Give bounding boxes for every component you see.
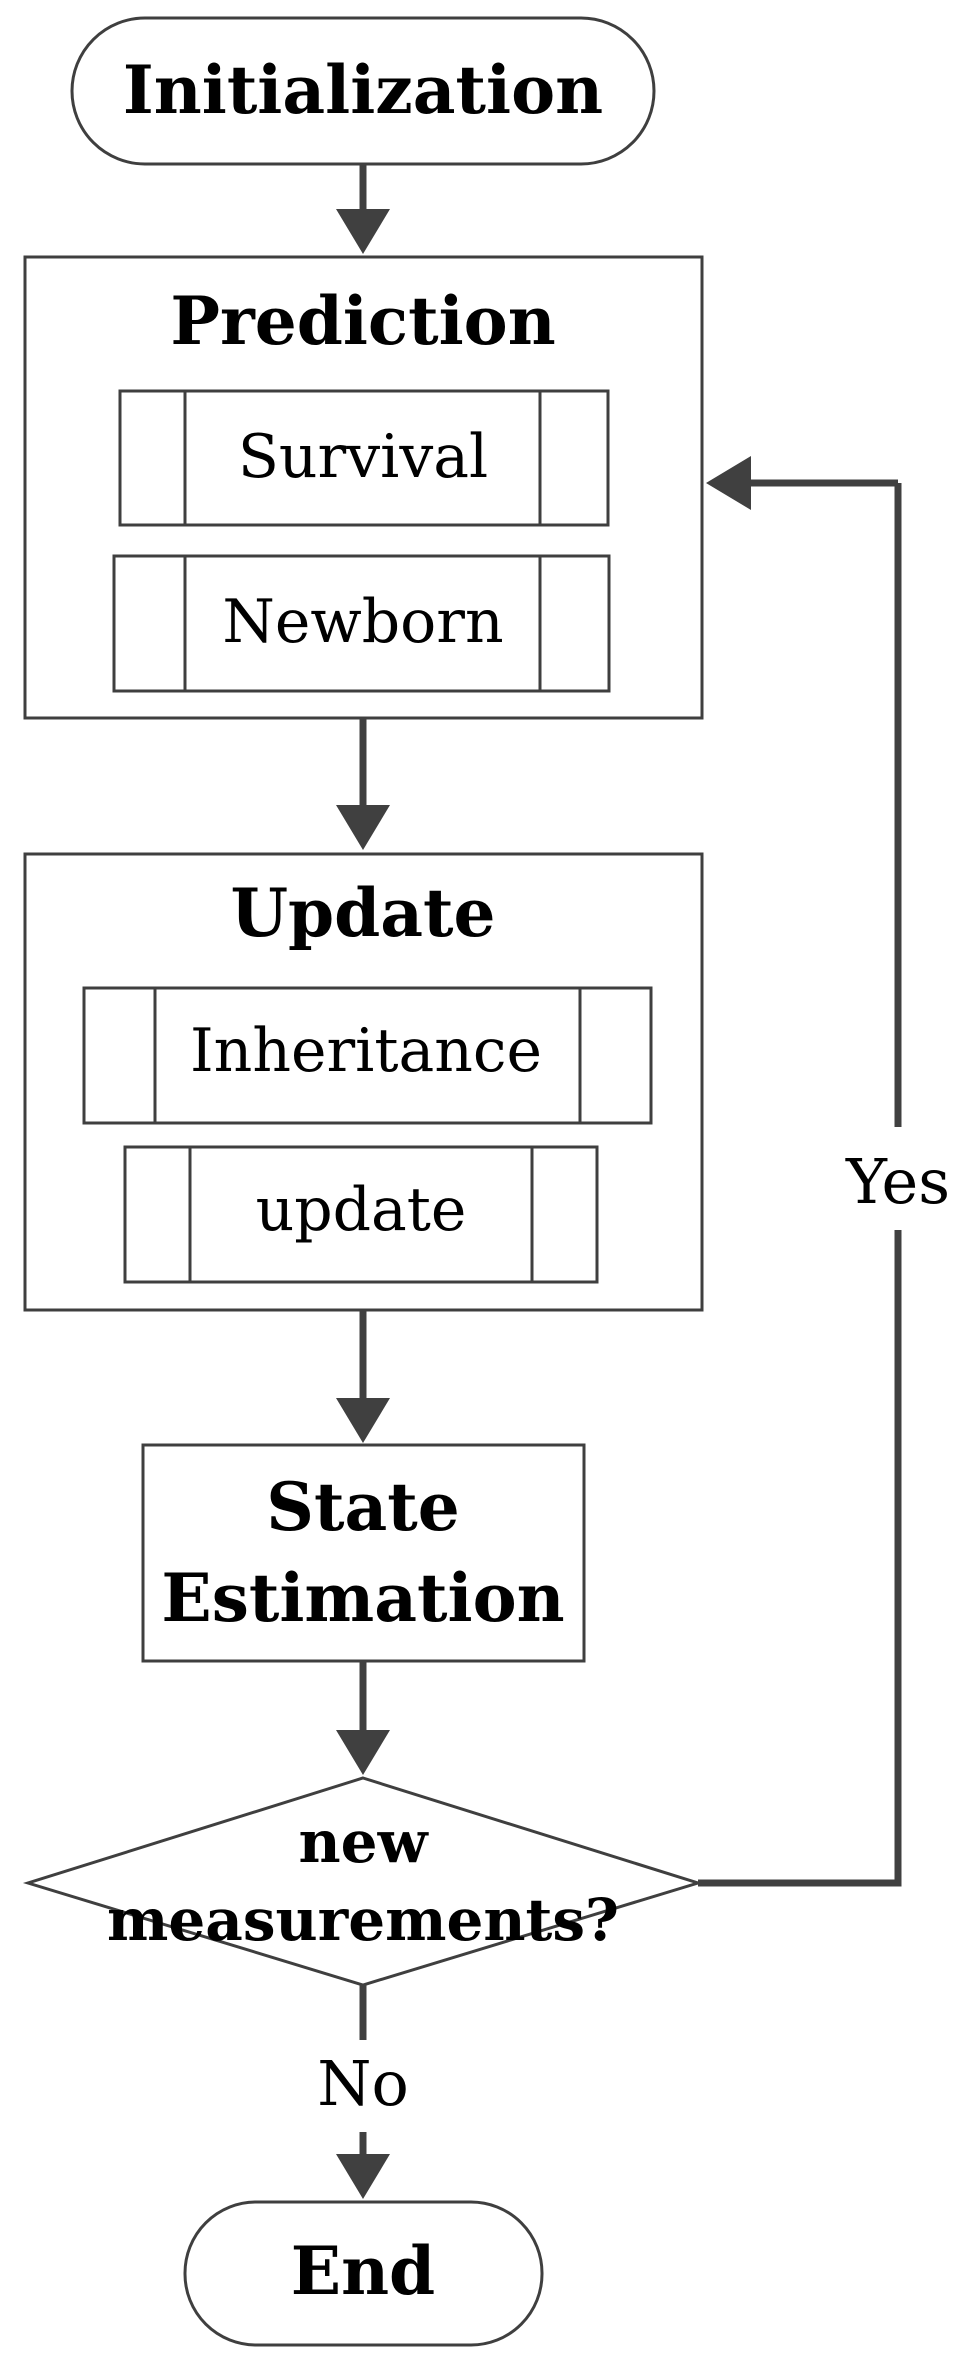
- prediction-block: Prediction Survival Newborn: [23, 255, 704, 720]
- no-label: No: [317, 2047, 409, 2120]
- end-terminal: End: [183, 2200, 544, 2347]
- arrow-prediction-to-update: [336, 718, 390, 850]
- arrow-state-to-decision: [336, 1661, 390, 1775]
- arrow-update-to-state: [336, 1310, 390, 1443]
- state-estimation-block: State Estimation: [141, 1443, 586, 1663]
- inheritance-label: Inheritance: [190, 1016, 542, 1086]
- no-edge: No: [317, 1985, 409, 2199]
- update-block: Update Inheritance update: [23, 852, 704, 1312]
- decision-line-1: new: [299, 1808, 430, 1876]
- inheritance-subprocess: Inheritance: [82, 986, 653, 1125]
- decision-diamond: new measurements?: [22, 1776, 704, 1987]
- start-label: Initialization: [123, 51, 603, 129]
- survival-label: Survival: [238, 422, 488, 492]
- yes-loop-edge: Yes: [698, 456, 950, 1887]
- state-line-1: State: [266, 1468, 459, 1546]
- arrow-start-to-prediction: [336, 164, 390, 254]
- newborn-label: Newborn: [222, 587, 503, 657]
- update-subprocess: update: [123, 1145, 599, 1284]
- prediction-title: Prediction: [170, 282, 555, 360]
- survival-subprocess: Survival: [118, 389, 610, 527]
- end-label: End: [291, 2232, 435, 2310]
- start-terminal: Initialization: [70, 16, 656, 166]
- decision-line-2: measurements?: [107, 1886, 619, 1954]
- state-line-2: Estimation: [161, 1559, 564, 1637]
- update-title: Update: [230, 874, 495, 952]
- newborn-subprocess: Newborn: [112, 554, 611, 693]
- update-sub-label: update: [256, 1175, 467, 1245]
- yes-label: Yes: [845, 1145, 950, 1218]
